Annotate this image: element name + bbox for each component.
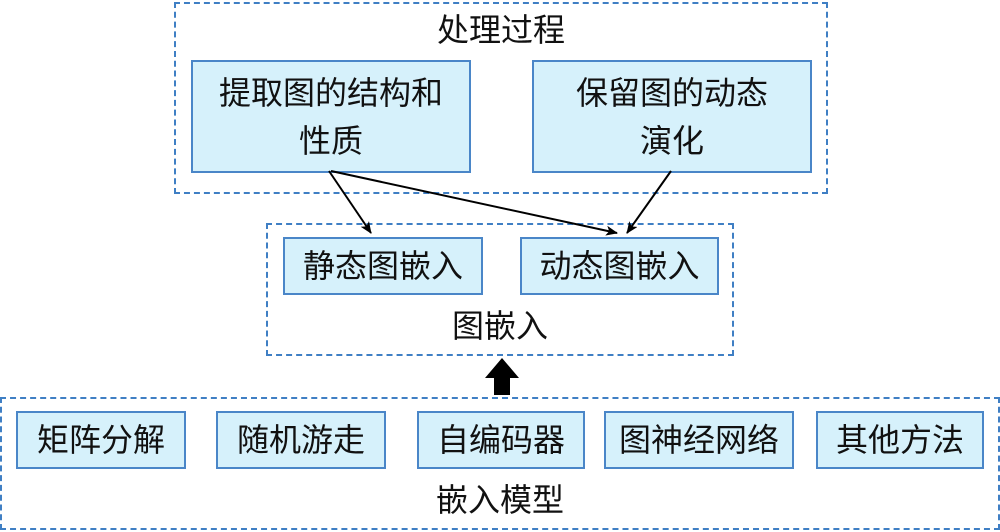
autoencoder-label: 自编码器 — [436, 421, 565, 459]
gnn-box: 图神经网络 — [604, 411, 794, 469]
process-title: 处理过程 — [436, 11, 565, 49]
preserve-dynamics-box: 保留图的动态演化 — [532, 60, 812, 173]
autoencoder-box: 自编码器 — [417, 411, 585, 469]
static-embedding-label: 静态图嵌入 — [302, 247, 463, 285]
matrix-factorization-label: 矩阵分解 — [36, 421, 165, 459]
preserve-dynamics-label: 保留图的动态演化 — [575, 73, 768, 160]
random-walk-label: 随机游走 — [236, 421, 365, 459]
embedding-models-group — [0, 397, 1000, 530]
arrow-models-to-embedding — [485, 358, 519, 395]
random-walk-box: 随机游走 — [216, 411, 386, 469]
extract-structure-box: 提取图的结构和性质 — [191, 60, 471, 173]
other-methods-box: 其他方法 — [816, 411, 984, 469]
graph-embedding-title: 图嵌入 — [451, 307, 548, 345]
other-methods-label: 其他方法 — [835, 421, 964, 459]
gnn-label: 图神经网络 — [618, 421, 779, 459]
embedding-models-title: 嵌入模型 — [435, 481, 564, 519]
dynamic-embedding-label: 动态图嵌入 — [539, 247, 700, 285]
static-embedding-box: 静态图嵌入 — [283, 237, 483, 295]
dynamic-embedding-box: 动态图嵌入 — [520, 237, 719, 295]
extract-structure-label: 提取图的结构和性质 — [218, 73, 443, 160]
matrix-factorization-box: 矩阵分解 — [16, 411, 186, 469]
